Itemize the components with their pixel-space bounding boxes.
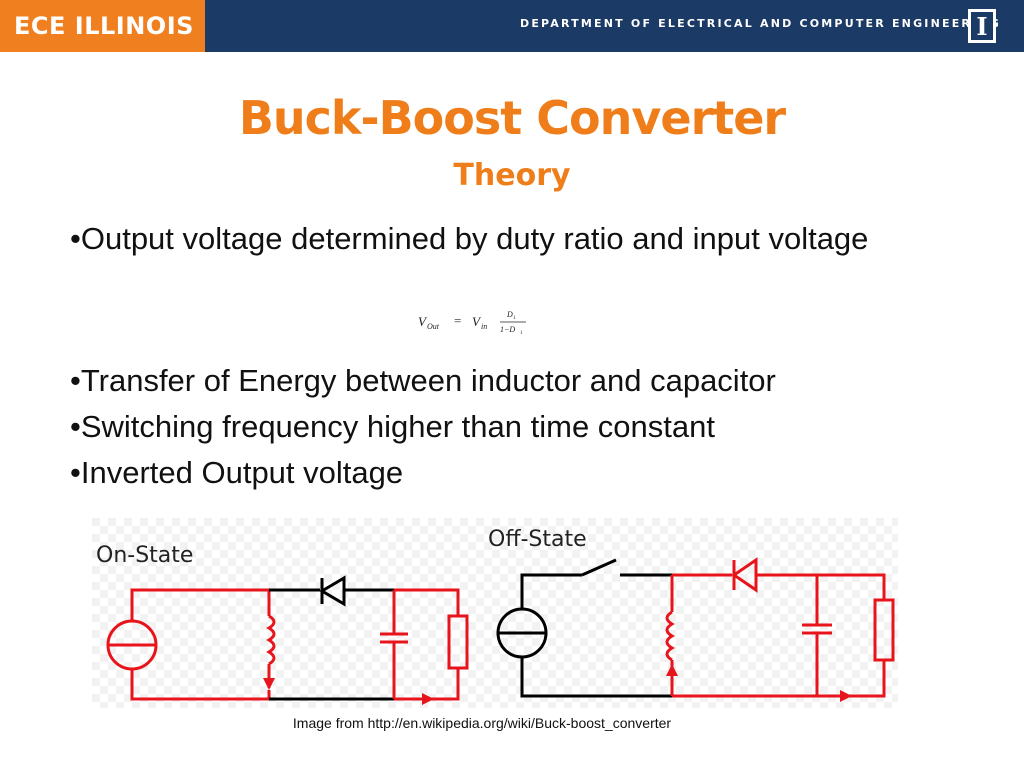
illinois-block-i-icon: I [968, 9, 996, 43]
off-state-circuit: Off-State [488, 527, 895, 702]
active-wire [130, 588, 269, 621]
formula-numerator-sub: 1 [513, 316, 516, 321]
bullet-item: •Output voltage determined by duty ratio… [70, 221, 869, 256]
on-state-circuit: On-State [96, 543, 469, 705]
slide-subtitle: Theory [453, 158, 571, 193]
current-arrow-icon [666, 664, 678, 676]
slide-title: Buck-Boost Converter [238, 91, 786, 145]
buck-boost-circuit-diagrams: On-State Off-State [92, 518, 898, 708]
formula-rhs-sub: in [481, 322, 487, 331]
ece-illinois-logo: ECE ILLINOIS [0, 0, 205, 52]
formula-lhs: V [418, 314, 428, 329]
on-state-label: On-State [96, 543, 193, 568]
formula-rhs: V [472, 314, 482, 329]
active-wire [130, 669, 269, 701]
credit-text: Image from http://en.wikipedia.org/wiki/… [292, 715, 672, 731]
bullet-list-bottom: •Transfer of Energy between inductor and… [70, 358, 1010, 496]
formula-lhs-sub: Out [427, 322, 440, 331]
current-arrow-icon [422, 693, 434, 705]
off-state-label: Off-State [488, 527, 587, 552]
department-name: DEPARTMENT OF ELECTRICAL AND COMPUTER EN… [520, 17, 1002, 30]
inductor-icon [665, 610, 675, 662]
formula-numerator: D [506, 310, 513, 319]
diagram-background [92, 518, 898, 708]
formula-equals: = [454, 313, 461, 328]
formula-denominator: 1−D [500, 325, 515, 334]
bullet-list-top: •Output voltage determined by duty ratio… [70, 216, 1010, 262]
logo-letter: I [976, 12, 987, 41]
header-bar: ECE ILLINOIS DEPARTMENT OF ELECTRICAL AN… [0, 0, 1024, 52]
open-switch-icon [581, 558, 617, 577]
active-wire [394, 588, 460, 616]
current-arrow-icon [840, 690, 852, 702]
bullet-item: •Transfer of Energy between inductor and… [70, 363, 776, 398]
bullet-item: •Inverted Output voltage [70, 455, 404, 490]
image-credit: Image from http://en.wikipedia.org/wiki/… [0, 715, 1024, 731]
formula-denominator-sub: 1 [520, 331, 523, 336]
current-arrow-icon [263, 678, 275, 690]
voltage-formula: V Out = V in D 1 1−D 1 [418, 310, 526, 336]
bullet-item: •Switching frequency higher than time co… [70, 409, 715, 444]
inductor-icon [266, 614, 276, 666]
